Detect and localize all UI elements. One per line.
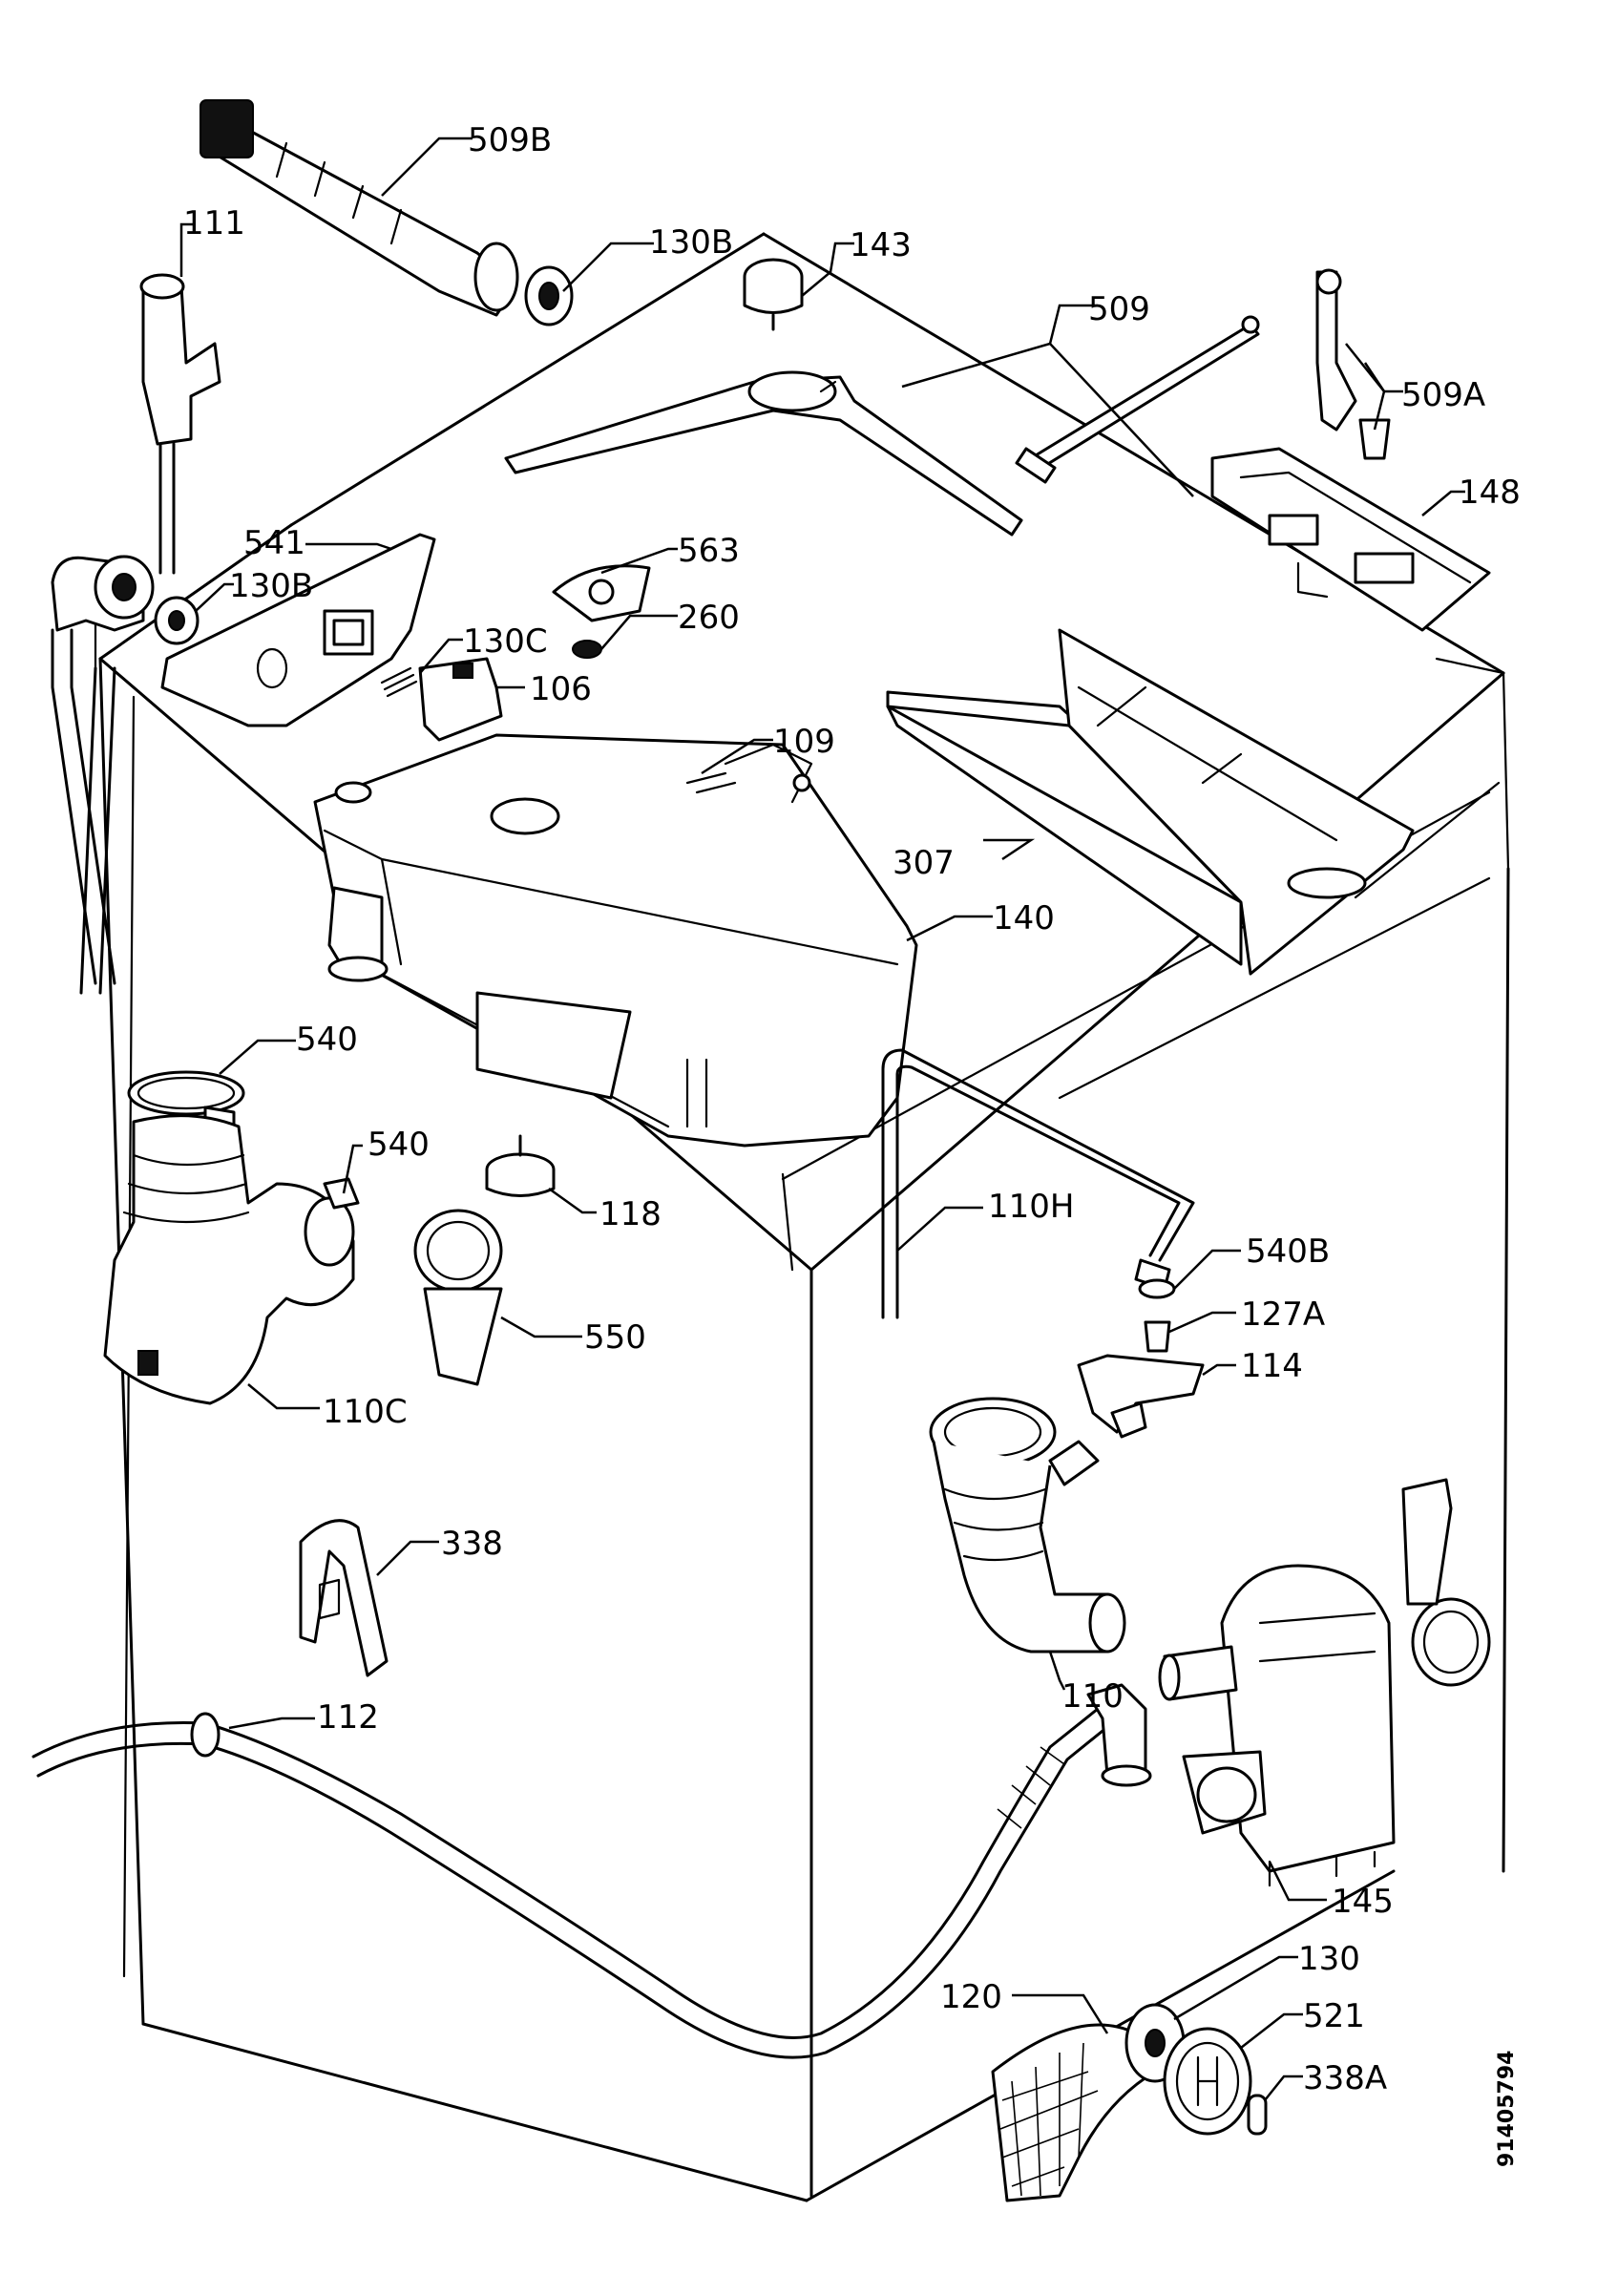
part-563-cover [552, 564, 651, 622]
label-130B: 130B [229, 567, 313, 605]
label-110C: 110C [323, 1393, 408, 1431]
part-338A-pin [1247, 2094, 1268, 2136]
label-143: 143 [850, 226, 912, 264]
label-109: 109 [773, 723, 835, 761]
document-number: 91405794 [1495, 2051, 1519, 2167]
label-307: 307 [893, 844, 955, 882]
part-inlet-hose-left [51, 555, 200, 995]
part-labels: 509B 111 130B 143 509 509A 148 541 130B … [183, 121, 1521, 2167]
leader-lines [179, 137, 1465, 2101]
part-540B-clamp [1138, 1278, 1176, 1299]
label-110: 110 [1061, 1677, 1124, 1716]
part-111-valve [139, 273, 221, 575]
label-120: 120 [940, 1978, 1002, 2016]
label-550: 550 [584, 1318, 646, 1357]
label-509B: 509B [468, 121, 552, 159]
part-112-drain-hose [32, 1683, 1152, 2059]
part-541-panel [160, 533, 436, 727]
label-541: 541 [243, 524, 305, 562]
part-110H-pipe [881, 1048, 1195, 1319]
part-148-handle [1210, 447, 1491, 632]
label-111: 111 [183, 204, 245, 242]
label-260: 260 [678, 599, 740, 637]
label-509A: 509A [1401, 376, 1485, 414]
part-130C-spring [380, 666, 418, 698]
part-145-pump [1158, 1478, 1491, 1887]
label-106: 106 [530, 670, 592, 708]
label-114: 114 [1241, 1347, 1303, 1385]
part-509B-inlet-pipe [200, 99, 574, 326]
label-112: 112 [317, 1698, 379, 1737]
label-130: 130 [1298, 1940, 1360, 1978]
part-550-guard [413, 1209, 503, 1386]
label-130C: 130C [463, 622, 548, 661]
label-127A: 127A [1241, 1295, 1325, 1334]
part-338-clip [299, 1519, 389, 1677]
part-106-latch [418, 657, 503, 742]
part-127A-nozzle [1144, 1320, 1171, 1353]
label-110H: 110H [988, 1188, 1074, 1226]
part-109-140-main-housing [313, 733, 918, 1148]
part-114-bracket [1077, 1354, 1205, 1439]
label-540-b: 540 [368, 1126, 430, 1164]
part-143-knob [743, 258, 804, 331]
label-130B-top: 130B [649, 223, 733, 262]
label-521: 521 [1303, 1997, 1365, 2035]
part-509-spider-arm [504, 370, 1023, 537]
part-521-cap [1163, 2027, 1252, 2136]
label-338A: 338A [1303, 2059, 1387, 2097]
part-509-rod [1015, 315, 1260, 484]
label-118: 118 [599, 1195, 662, 1233]
label-540-a: 540 [296, 1021, 358, 1059]
part-110-elbow [929, 1397, 1126, 1654]
label-140: 140 [993, 899, 1055, 937]
label-148: 148 [1459, 474, 1521, 512]
label-563: 563 [678, 532, 740, 570]
label-338: 338 [441, 1525, 503, 1563]
part-110C-bellows [103, 1114, 360, 1405]
part-307-drawer [886, 628, 1415, 976]
label-145: 145 [1332, 1883, 1394, 1921]
part-260-spring [572, 640, 602, 659]
part-509A-bracket [1315, 268, 1391, 460]
label-540B: 540B [1246, 1232, 1330, 1271]
part-118-fan [485, 1134, 556, 1197]
label-509: 509 [1088, 290, 1150, 328]
